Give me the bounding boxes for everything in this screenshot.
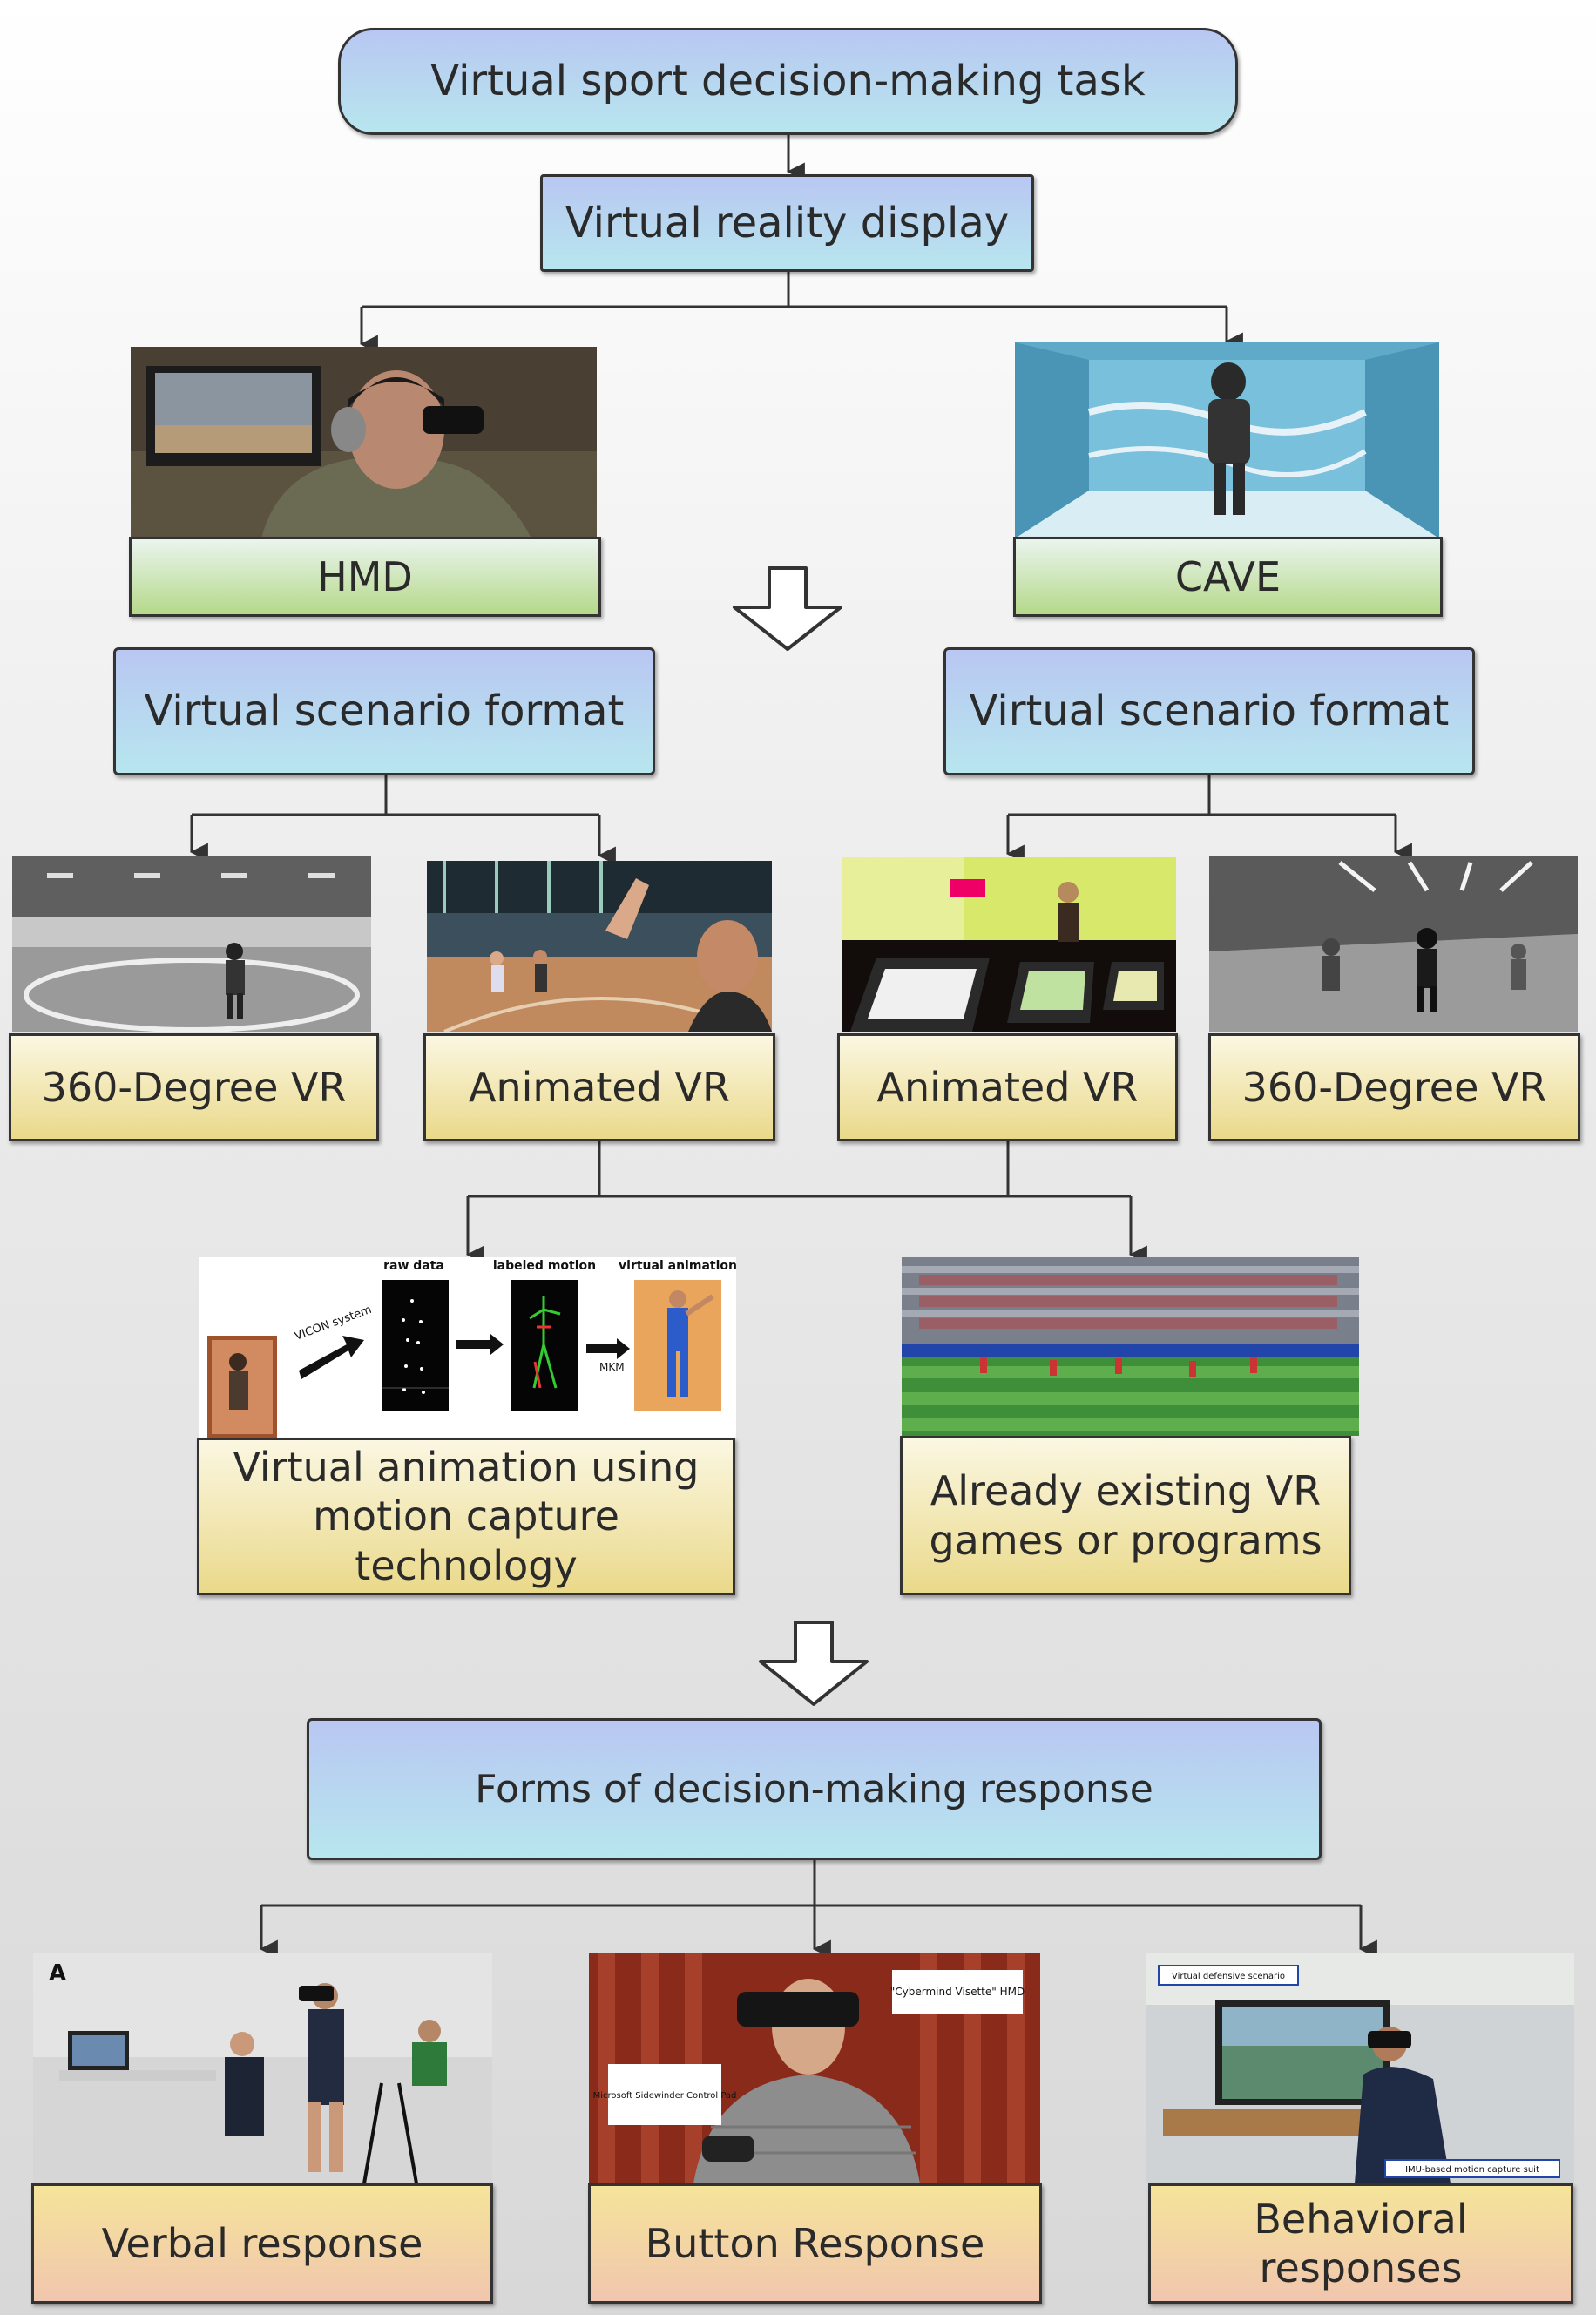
mocap-virtual-label: virtual animation — [619, 1259, 736, 1273]
verbal-response-box: Verbal response — [31, 2183, 493, 2304]
connector-response-split — [261, 1860, 1361, 1907]
mocap-label: Virtual animation using motion capture t… — [233, 1444, 700, 1589]
scenario-format-left-box: Virtual scenario format — [113, 647, 655, 775]
button-response-label: Button Response — [645, 2219, 985, 2267]
big-down-arrow-icon — [733, 566, 842, 651]
mocap-labeled-label: labeled motion — [493, 1259, 596, 1273]
scenario-tag-text: Virtual defensive scenario — [1172, 1972, 1285, 1981]
behavioral-response-label: Behavioral responses — [1254, 2195, 1468, 2291]
mocap-mkm-label: MKM — [599, 1361, 625, 1373]
mocap-label-box: Virtual animation using motion capture t… — [197, 1438, 735, 1595]
format-animated-left-box: Animated VR — [423, 1033, 775, 1141]
title-box: Virtual sport decision-making task — [338, 28, 1238, 135]
hmd-label-box: HMD — [129, 537, 601, 617]
vr-display-box: Virtual reality display — [540, 174, 1034, 272]
360-vr-gym-photo-left — [12, 856, 371, 1032]
connector-right-scenario-split — [1008, 775, 1396, 816]
animated-vr-court-photo-left — [427, 861, 772, 1032]
mocap-raw-label: raw data — [383, 1259, 444, 1273]
pad-tag-text: Microsoft Sidewinder Control Pad — [593, 2091, 737, 2101]
verbal-panel-label: A — [49, 1960, 66, 1987]
connector-animated-merge — [468, 1141, 1131, 1198]
format-animated-right-label: Animated VR — [876, 1063, 1139, 1111]
existing-label-box: Already existing VR games or programs — [900, 1436, 1351, 1595]
verbal-response-photo: A — [33, 1953, 492, 2183]
response-forms-box: Forms of decision-making response — [307, 1718, 1322, 1860]
cave-photo — [1015, 342, 1439, 538]
imu-tag-text: IMU-based motion capture suit — [1405, 2165, 1539, 2175]
button-response-box: Button Response — [588, 2183, 1042, 2304]
hmd-tag-text: "Cybermind Visette" HMD — [890, 1986, 1025, 1998]
hmd-photo — [131, 347, 597, 538]
cave-label-box: CAVE — [1013, 537, 1443, 617]
format-360-right-label: 360-Degree VR — [1241, 1063, 1547, 1111]
connector-left-scenario-split — [192, 775, 599, 816]
connector-display-split — [362, 272, 1227, 308]
existing-vr-stadium-photo — [902, 1257, 1359, 1436]
verbal-response-label: Verbal response — [101, 2219, 423, 2267]
behavioral-response-box: Behavioral responses — [1148, 2183, 1573, 2304]
format-360-right-box: 360-Degree VR — [1208, 1033, 1580, 1141]
format-animated-left-label: Animated VR — [469, 1063, 730, 1111]
vr-display-text: Virtual reality display — [565, 198, 1010, 247]
360-vr-gym-photo-right — [1209, 856, 1578, 1032]
cave-label: CAVE — [1174, 552, 1282, 600]
button-response-photo: "Cybermind Visette" HMD Microsoft Sidewi… — [589, 1953, 1040, 2183]
response-forms-text: Forms of decision-making response — [475, 1766, 1153, 1811]
behavioral-response-photo: Virtual defensive scenario IMU-based mot… — [1146, 1953, 1574, 2183]
scenario-format-right-text: Virtual scenario format — [969, 687, 1450, 736]
existing-label: Already existing VR games or programs — [929, 1467, 1322, 1564]
motion-capture-figure: raw data labeled motion virtual animatio… — [199, 1257, 736, 1438]
animated-vr-screens-photo-right — [842, 857, 1176, 1032]
format-360-left-label: 360-Degree VR — [41, 1063, 347, 1111]
big-down-arrow-icon — [759, 1621, 869, 1706]
format-360-left-box: 360-Degree VR — [9, 1033, 379, 1141]
format-animated-right-box: Animated VR — [837, 1033, 1178, 1141]
title-text: Virtual sport decision-making task — [430, 57, 1146, 106]
hmd-label: HMD — [317, 552, 413, 600]
scenario-format-right-box: Virtual scenario format — [943, 647, 1475, 775]
scenario-format-left-text: Virtual scenario format — [144, 687, 625, 736]
